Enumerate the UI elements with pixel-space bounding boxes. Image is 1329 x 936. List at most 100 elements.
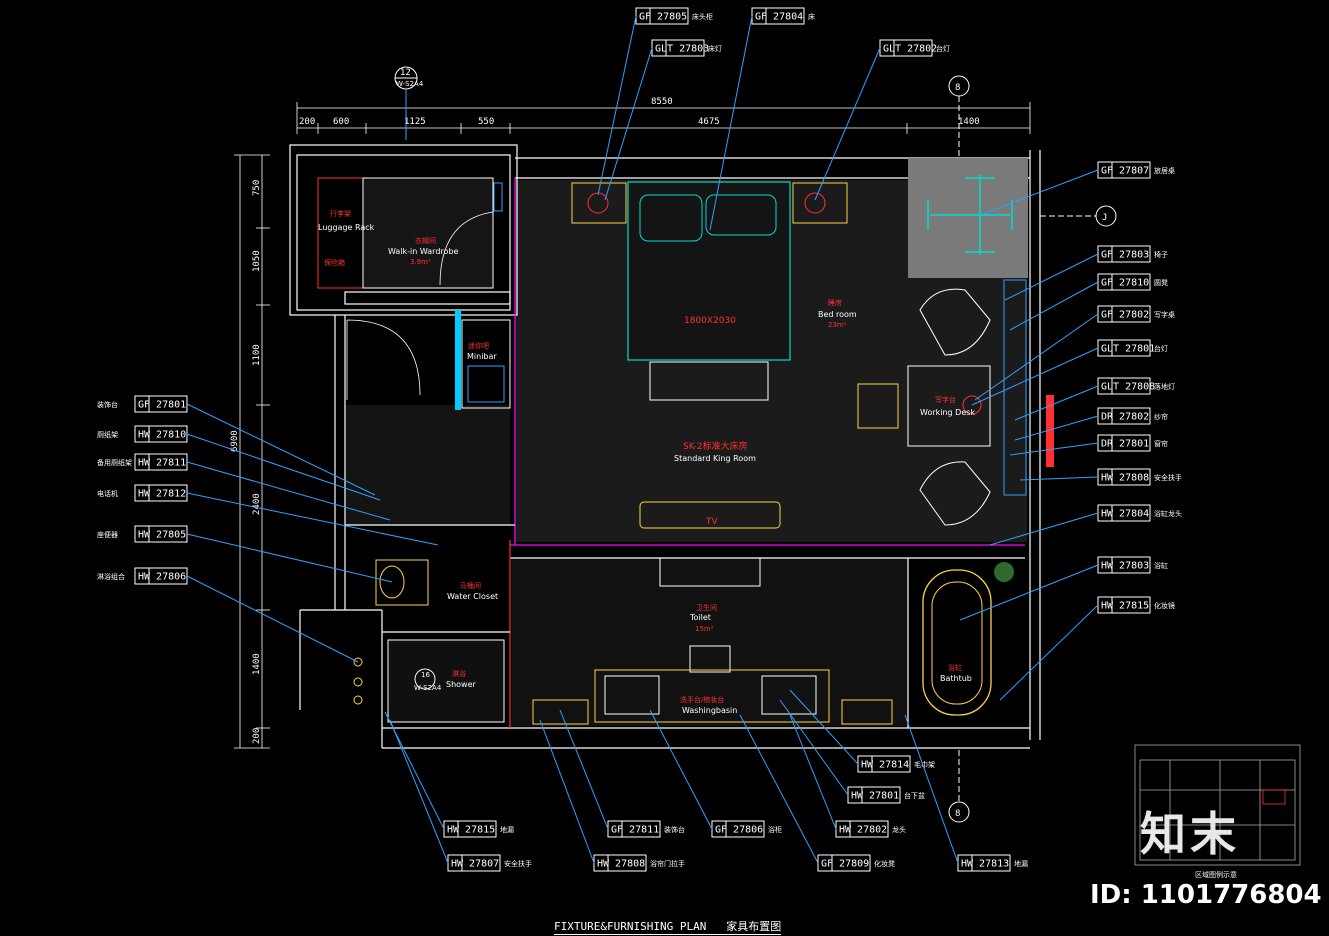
tag-right-10-leader [959,564,1099,621]
dim-seg-1: 600 [333,117,349,127]
tag-left-3-leader [186,492,439,546]
room-type-cn: SK-2标准大床房 [683,440,748,452]
tag-right-3-note: 写字桌 [1154,310,1175,319]
tag-bottom-0-leader [789,689,859,765]
bedroom-area: 23m² [828,321,847,329]
dim-vseg-0: 750 [252,180,262,196]
tv-label: TV [705,517,718,527]
tag-bottom-9-note: 地漏 [1014,859,1028,868]
tag-right-2-note: 圆凳 [1154,278,1168,287]
nightstand-left [571,182,627,224]
minibar-label-en: Minibar [467,352,497,361]
brand-logo: 知末 [1140,807,1240,861]
armchair-bottom [919,461,991,526]
tag-left-4-code: HW 27805 [138,530,186,541]
tag-right-5-note: 落地灯 [1154,382,1175,391]
tv-console [639,501,781,529]
tag-bottom-4-note: 安全扶手 [504,859,532,868]
tag-top-3-note: 台灯 [936,44,950,53]
minibar-fridge [467,365,505,403]
room-type-en: Standard King Room [674,454,756,463]
tag-right-7-leader [1009,442,1099,456]
tag-top-3-leader [814,47,881,201]
tag-right-5-code: GLT 27808 [1101,382,1155,393]
tag-top-0-leader [597,15,637,196]
tag-right-4-leader [971,347,1099,406]
tag-right-7-code: DR 27801 [1101,439,1149,450]
toilet-label-cn: 卫生间 [696,603,717,612]
tag-right-9-leader [989,512,1099,546]
tag-left-2-code: HW 27811 [138,458,186,469]
tag-right-0-leader [979,169,1099,216]
toilet-area: 15m² [695,625,714,633]
tag-left-3-note: 电话机 [97,489,118,498]
tag-right-9-note: 浴缸龙头 [1154,509,1182,518]
tag-left-4-leader [186,533,393,583]
tag-right-2-leader [1009,281,1099,331]
tag-bottom-9-leader [904,714,959,864]
bathtub-inner [931,581,983,705]
plant [994,562,1014,582]
tag-right-1-code: GF 27803 [1101,250,1149,261]
tag-bottom-0-note: 毛巾架 [914,760,935,769]
minibar-label-cn: 迷你吧 [468,341,489,350]
curtain [1003,279,1027,496]
tag-bottom-0-code: HW 27814 [861,760,909,771]
tag-left-2-note: 备用厕纸架 [97,458,132,467]
partitions [344,178,1025,728]
tag-left-3-code: HW 27812 [138,489,186,500]
corridor-floor [345,405,510,525]
tag-bottom-1-leader [779,699,849,796]
tag-right-3-code: GF 27802 [1101,310,1149,321]
wardrobe-area: 3.9m² [410,258,431,266]
tag-bottom-7-note: 浴帘门拉手 [650,859,685,868]
axis-8-top-label: 8 [955,83,960,93]
desk-label-en: Working Desk [920,408,975,417]
tag-top-2-note: 床灯 [708,44,722,53]
tag-right-1-note: 椅子 [1154,250,1168,259]
tag-top-0-note: 床头柜 [692,12,713,21]
basin-right [761,675,817,715]
window-marker [1046,395,1054,467]
toilet-bowl [375,559,429,606]
tag-right-6-leader [1014,415,1099,441]
bedroom-label-en: Bed room [818,310,857,319]
tag-bottom-4-code: HW 27807 [451,859,499,870]
tag-bottom-2-code: HW 27802 [839,825,887,836]
toilet-mirror-shelf [659,557,761,587]
tag-top-2-leader [604,47,653,201]
section-ref-top-num: 12 [400,68,411,78]
tag-left-1-code: HW 27810 [138,430,186,441]
pillow-right [705,194,777,236]
shower-label-en: Shower [446,680,477,689]
axis-j-label: J [1102,213,1107,223]
tag-right-8-note: 安全扶手 [1154,473,1182,482]
tag-right-11-code: HW 27815 [1101,601,1149,612]
tag-right-7-note: 窗帘 [1154,439,1168,448]
working-desk [907,365,991,447]
wardrobe-label-cn: 衣帽间 [415,236,436,245]
bed-size-label: 1800X2030 [684,316,736,326]
tag-right-10-code: HW 27803 [1101,561,1149,572]
tag-bottom-5-code: GF 27811 [611,825,659,836]
dim-vseg-5: 200 [252,728,262,744]
tag-right-8-code: HW 27808 [1101,473,1149,484]
tag-left-1-leader [186,433,381,501]
detail-ref-marker [414,668,436,690]
left-dimensions [234,154,270,749]
dining-table-zone [908,158,1028,278]
wardrobe-area [362,177,494,289]
bed [627,181,791,361]
tag-left-5-note: 淋浴组合 [97,572,125,581]
tag-bottom-8-code: GF 27809 [821,859,869,870]
tag-bottom-5-note: 装饰台 [664,825,685,834]
tag-right-6-code: DR 27802 [1101,412,1149,423]
entry-door [346,319,421,400]
nightstand-right [792,182,848,224]
tag-top-0-code: GF 27805 [639,12,687,23]
minibar-sliding-door [455,310,461,410]
bench [649,361,769,401]
bed-lamp-right [804,192,826,214]
